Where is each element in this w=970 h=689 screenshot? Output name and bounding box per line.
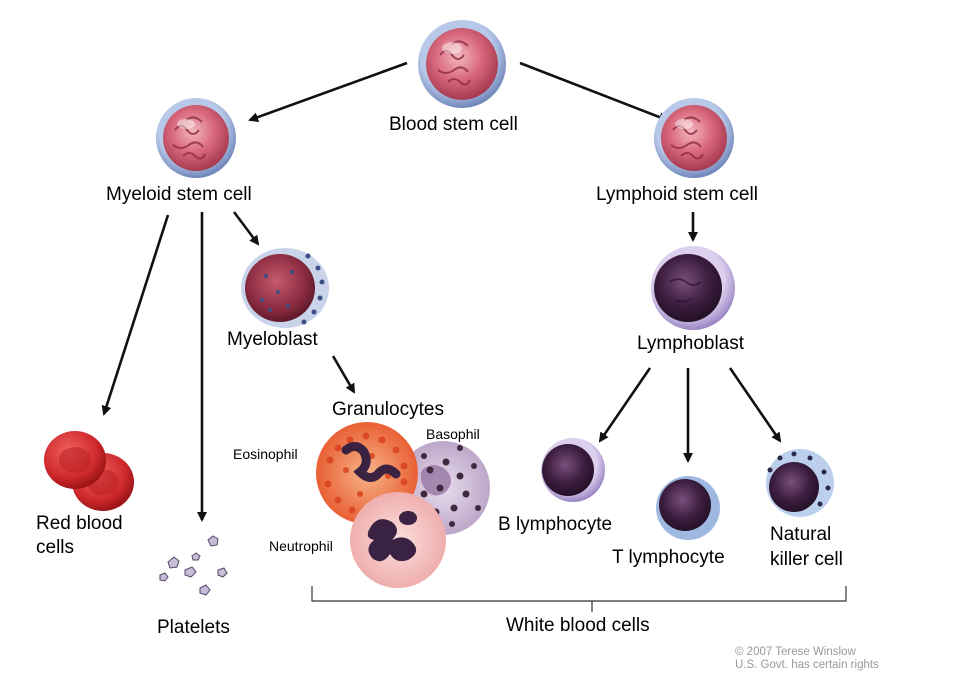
myeloblast-label: Myeloblast <box>227 329 318 350</box>
blood-stem-cell-label: Blood stem cell <box>389 114 518 135</box>
copyright-line: © 2007 Terese Winslow <box>735 646 856 658</box>
arrow-myeloblast-to-granulocytes <box>331 355 356 394</box>
granulocytes-label: Granulocytes <box>332 399 444 420</box>
t-lymphocyte-image <box>656 476 720 540</box>
lymphoid-stem-cell-label: Lymphoid stem cell <box>596 184 758 205</box>
red-blood-cells-image <box>44 431 134 511</box>
arrows <box>101 61 782 522</box>
basophil-label: Basophil <box>426 426 480 442</box>
blood-stem-cell-image <box>418 20 506 108</box>
white-blood-cells-label: White blood cells <box>506 615 650 636</box>
arrow-myeloid-to-myeloblast <box>232 211 260 246</box>
b-lymphocyte-label: B lymphocyte <box>498 514 613 535</box>
rights-line: U.S. Govt. has certain rights <box>735 659 879 671</box>
arrow-lymphoblast-to-b-lymphocyte <box>598 367 652 443</box>
arrow-myeloid-to-red-blood-cells <box>101 214 170 416</box>
copyright-credit: © 2007 Terese Winslow U.S. Govt. has cer… <box>735 646 879 672</box>
myeloblast-image <box>241 248 329 328</box>
neutrophil-label: Neutrophil <box>269 538 333 554</box>
natural-killer-cell-label-line1: Natural <box>770 524 832 545</box>
myeloid-stem-cell-image <box>156 98 236 178</box>
eosinophil-label: Eosinophil <box>233 446 298 462</box>
lymphoblast-label: Lymphoblast <box>637 333 745 354</box>
b-lymphocyte-image <box>541 438 605 502</box>
arrow-lymphoblast-to-nk-cell <box>728 367 782 443</box>
neutrophil-image <box>350 492 446 588</box>
platelets-label: Platelets <box>157 617 230 638</box>
red-blood-cells-label-line2: cells <box>36 537 75 558</box>
white-blood-cells-bracket <box>311 586 847 612</box>
natural-killer-cell-label-line2: killer cell <box>770 549 843 570</box>
natural-killer-cell-image <box>766 449 834 517</box>
t-lymphocyte-label: T lymphocyte <box>612 547 725 568</box>
red-blood-cells-label-line1: Red blood <box>36 513 123 534</box>
lymphoblast-image <box>651 246 735 330</box>
arrow-stem-to-myeloid <box>248 61 408 122</box>
arrow-stem-to-lymphoid <box>519 61 669 122</box>
platelets-image <box>159 535 228 596</box>
myeloid-stem-cell-label: Myeloid stem cell <box>106 184 252 205</box>
lymphoid-stem-cell-image <box>654 98 734 178</box>
